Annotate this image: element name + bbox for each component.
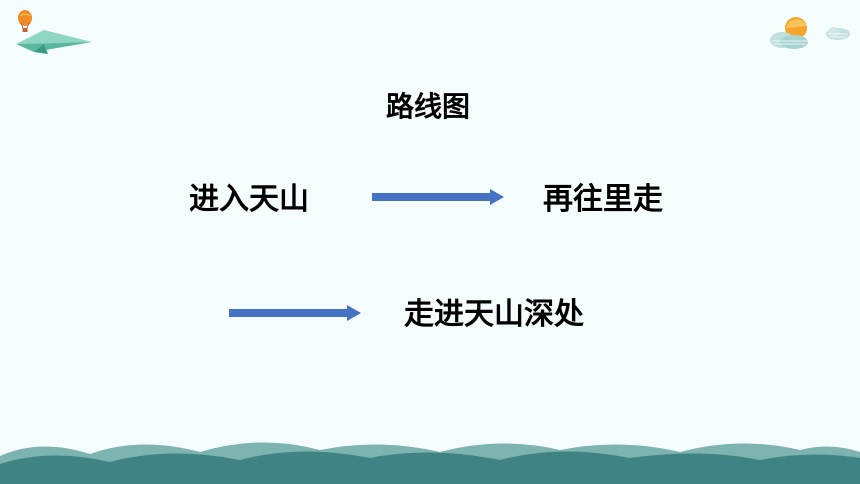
route-step-1: 进入天山: [189, 182, 309, 217]
cloud-icon: [826, 27, 850, 40]
paper-plane-icon: [16, 30, 92, 54]
cloud-sun-icon: [770, 17, 808, 49]
right-arrow-icon: [229, 305, 361, 321]
right-arrow-icon: [372, 189, 504, 205]
route-step-3: 走进天山深处: [404, 297, 584, 332]
hills-decoration: [0, 442, 860, 484]
page-title: 路线图: [386, 90, 471, 123]
route-step-2: 再往里走: [543, 182, 663, 217]
hot-air-balloon-icon: [18, 10, 32, 32]
